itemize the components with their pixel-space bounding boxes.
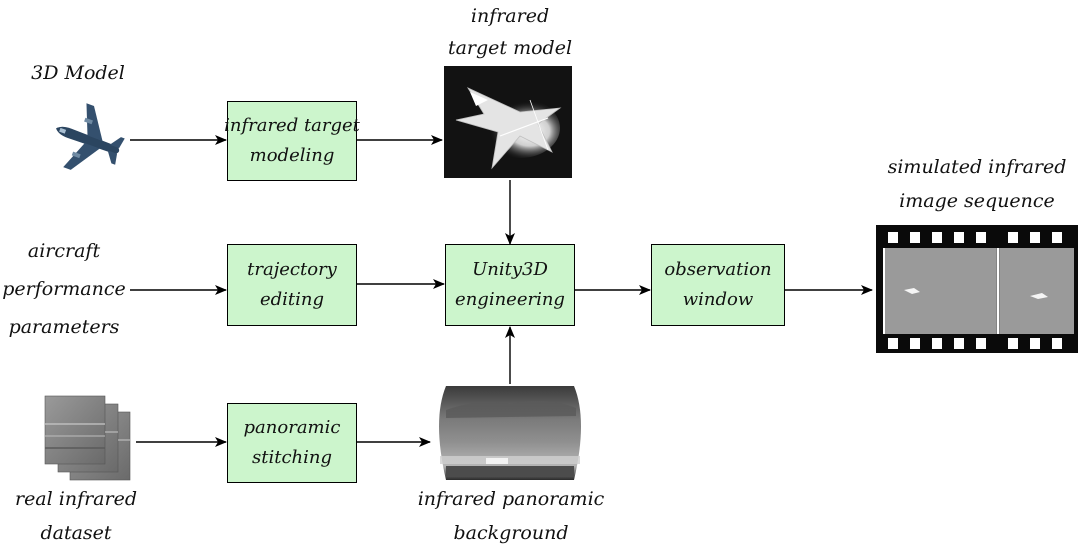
observation-window-box: observation window: [651, 244, 785, 326]
panoramic-stitching-box: panoramic stitching: [227, 403, 357, 483]
infrared-target-render: [444, 66, 572, 178]
film-strip-icon: [876, 225, 1078, 353]
real-infrared-dataset-label: real infrared dataset: [14, 488, 137, 544]
aircraft-parameters-label: aircraft performance parameters: [2, 240, 126, 338]
unity3d-engineering-box: Unity3D engineering: [445, 244, 575, 326]
infrared-target-modeling-box: infrared target modeling: [224, 101, 360, 181]
output-caption: simulated infrared image sequence: [887, 156, 1067, 212]
target-model-caption: infrared target model: [447, 5, 573, 59]
panoramic-background-caption: infrared panoramic background: [417, 488, 605, 544]
trajectory-editing-box: trajectory editing: [227, 244, 357, 326]
model-label: 3D Model: [31, 62, 125, 84]
infrared-frames-icon: [44, 395, 131, 481]
airplane-icon: [56, 103, 125, 170]
infrared-panorama-image: [432, 386, 588, 480]
